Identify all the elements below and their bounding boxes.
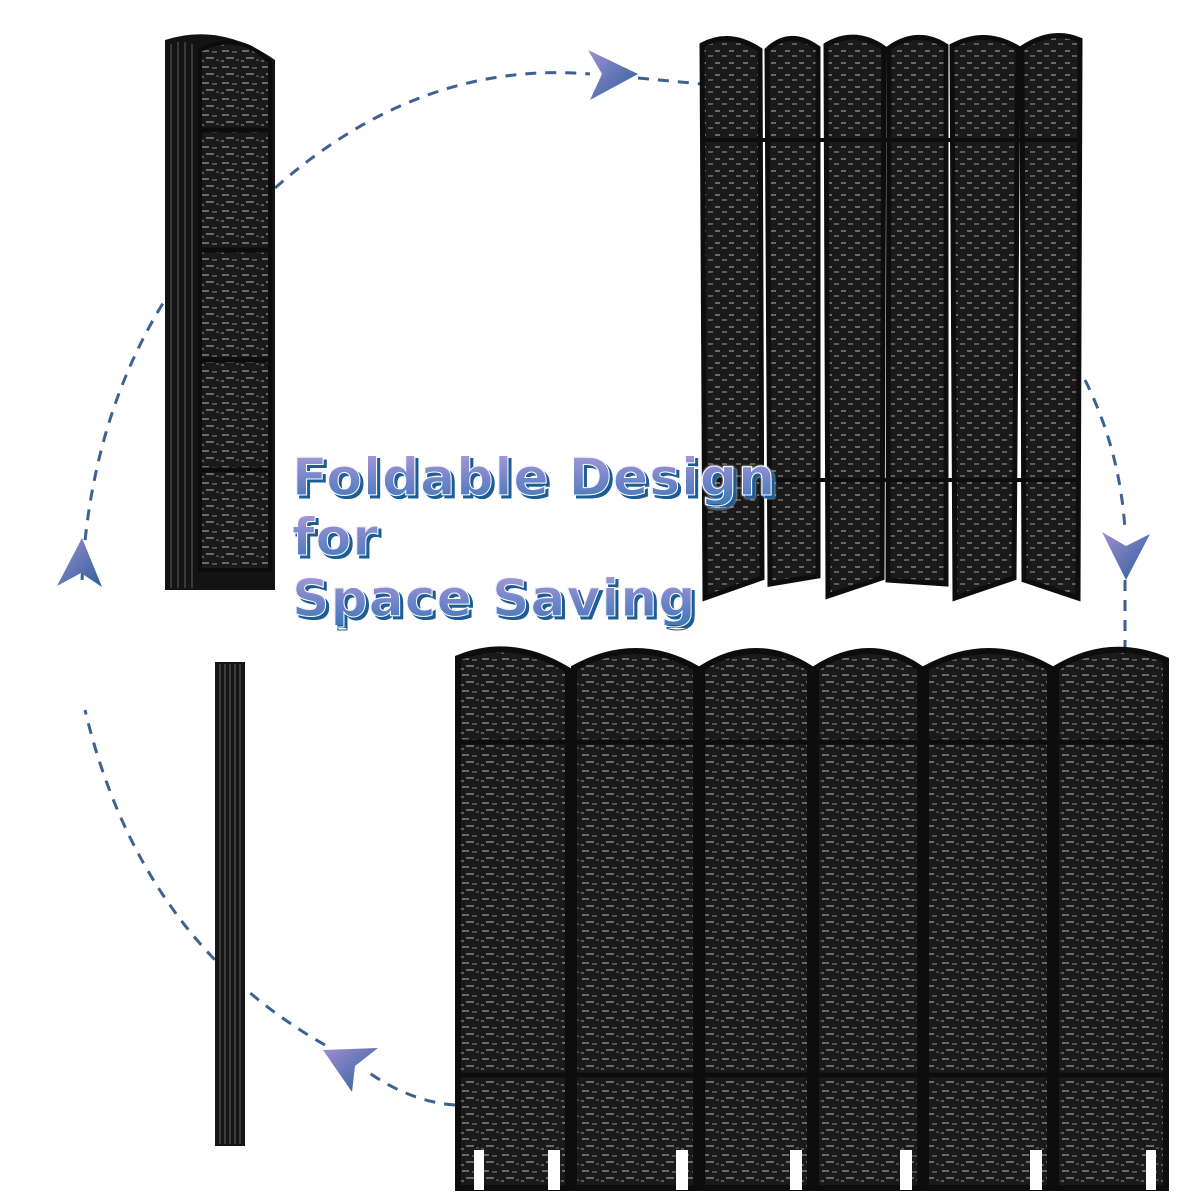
cycle-arrow-icons: [57, 50, 1150, 1092]
arrow-right-icon: [588, 50, 638, 100]
headline-line-1: Foldable Design: [291, 448, 777, 508]
folded-screen-side: [215, 662, 245, 1146]
dashed-cycle-path: [80, 71, 1127, 1107]
arrow-up-icon: [57, 538, 102, 587]
fully-unfolded-screen: [455, 646, 1169, 1191]
arrow-left-icon: [323, 1048, 378, 1092]
headline-line-3: Space Saving: [291, 569, 697, 629]
headline-line-2: for: [292, 508, 379, 568]
arrow-down-icon: [1102, 532, 1150, 580]
folded-screen-front: [165, 34, 275, 590]
partially-unfolded-screen: [699, 33, 1083, 602]
